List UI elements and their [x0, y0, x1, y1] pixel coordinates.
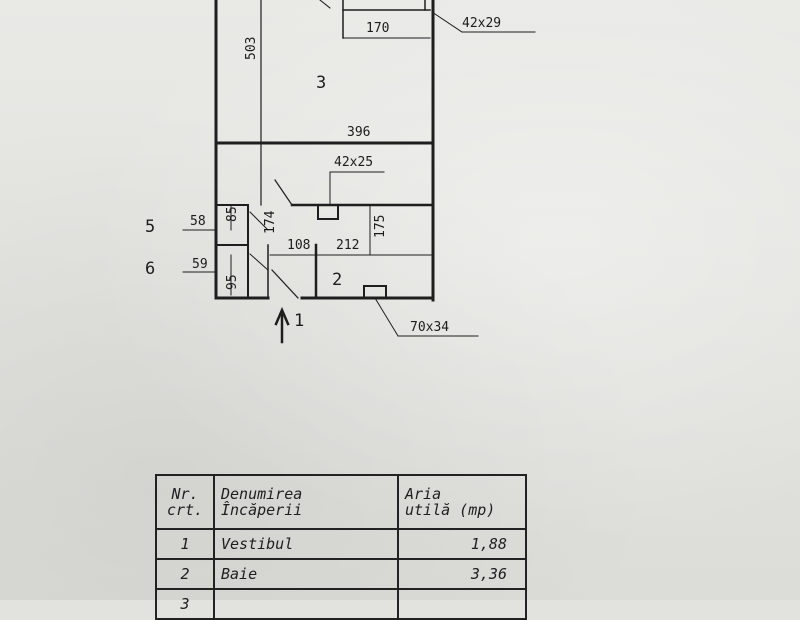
dim-174: 174 [263, 210, 278, 234]
leader-42x29 [431, 11, 463, 33]
dim-85: 85 [225, 206, 240, 222]
dim-212: 212 [336, 238, 359, 253]
dim-108: 108 [287, 238, 310, 253]
header-nr: Nr. crt. [155, 474, 215, 530]
room-label-5: 5 [145, 217, 155, 237]
row-name: Vestibul [213, 528, 399, 560]
dim-42x25: 42x25 [334, 155, 373, 170]
dim-42x29: 42x29 [462, 16, 501, 31]
row-nr: 1 [155, 528, 215, 560]
room-label-2: 2 [332, 270, 342, 290]
dim-170: 170 [366, 21, 389, 36]
dim-59: 59 [192, 257, 208, 272]
door-6 [249, 253, 269, 271]
door-5 [249, 211, 269, 231]
entrance-arrow-head [274, 306, 290, 326]
fixture-70x34 [363, 285, 387, 299]
door-entrance [271, 269, 299, 299]
rooms-table: Nr. crt. Denumirea Încăperii Aria utilă … [155, 474, 527, 620]
door-arc-top [319, 0, 331, 9]
door-vestibule [274, 179, 293, 206]
room-label-1: 1 [294, 311, 304, 331]
dim-95: 95 [225, 274, 240, 290]
row-area [397, 588, 527, 620]
row-nr: 3 [155, 588, 215, 620]
table-header-row: Nr. crt. Denumirea Încăperii Aria utilă … [155, 474, 527, 530]
table-row: 3 [155, 588, 527, 620]
floor-plan: 3 2 1 5 6 503 170 396 42x25 58 85 174 17… [145, 0, 536, 344]
header-area: Aria utilă (mp) [397, 474, 527, 530]
room-label-6: 6 [145, 259, 155, 279]
row-area: 3,36 [397, 558, 527, 590]
table-row: 2 Baie 3,36 [155, 558, 527, 590]
row-area: 1,88 [397, 528, 527, 560]
room-label-3: 3 [316, 73, 326, 93]
row-name [213, 588, 399, 620]
row-nr: 2 [155, 558, 215, 590]
row-name: Baie [213, 558, 399, 590]
dim-58: 58 [190, 214, 206, 229]
table-row: 1 Vestibul 1,88 [155, 528, 527, 560]
header-name: Denumirea Încăperii [213, 474, 399, 530]
dim-70x34: 70x34 [410, 320, 449, 335]
dim-175: 175 [373, 215, 388, 238]
fixture-42x25 [317, 204, 339, 220]
dim-503: 503 [244, 37, 259, 60]
dim-396: 396 [347, 125, 370, 140]
leader-70x34 [374, 297, 399, 337]
